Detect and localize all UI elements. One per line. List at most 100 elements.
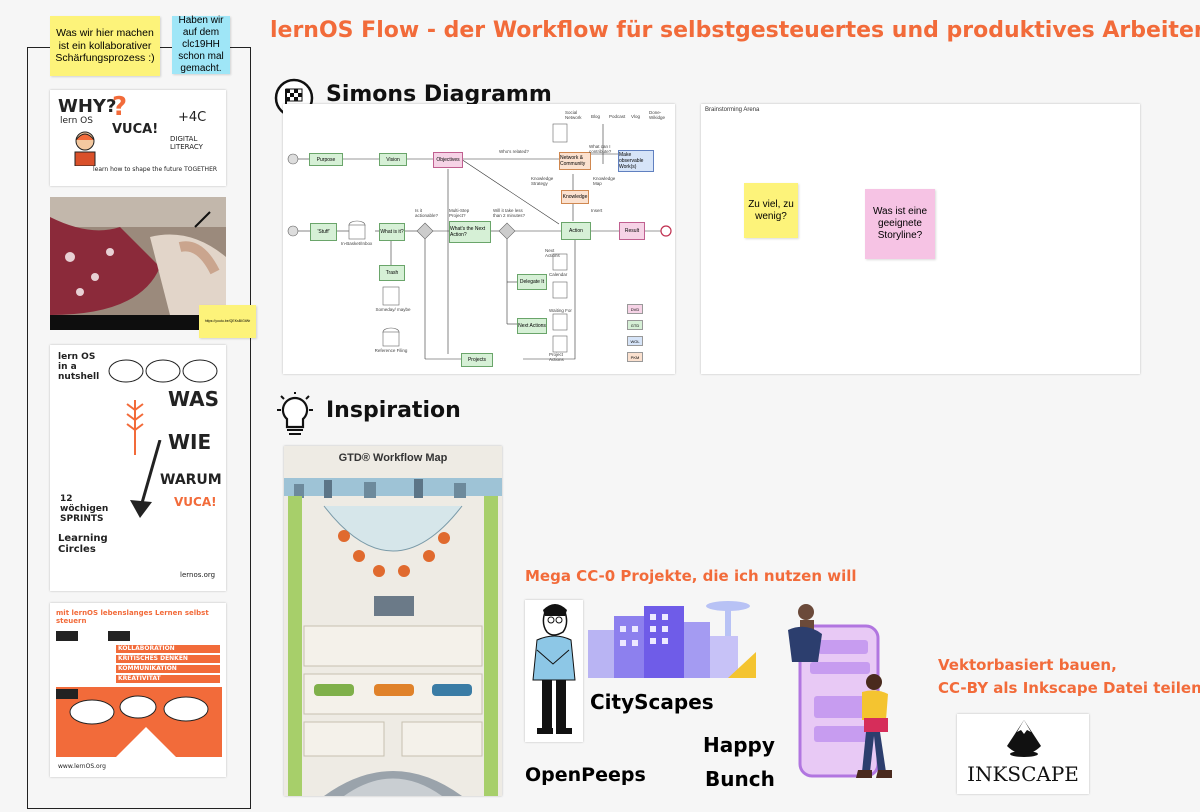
mega-cc0-heading: Mega CC-0 Projekte, die ich nutzen will — [525, 567, 857, 585]
diagram-label-social: Social Network — [565, 110, 582, 120]
diagram-box-next-action: What's the Next Action? — [449, 221, 491, 243]
diagram-label-reference: Reference Filing — [374, 348, 408, 353]
page-title: lernOS Flow - der Workflow für selbstges… — [270, 18, 1200, 43]
vektor-heading-1: Vektorbasiert bauen, — [938, 656, 1117, 674]
diagram-label-contribute: What can I contribute? — [589, 144, 612, 154]
person-icon — [70, 130, 100, 170]
diagram-box-trash: Trash — [379, 265, 405, 281]
diagram-label-next-actions: Next Actions — [545, 248, 560, 258]
diagram-label-vlog: Vlog — [631, 114, 641, 119]
diagram-box-projects: Projects — [461, 353, 493, 367]
diagram-label-done: Done-Wikidge — [649, 110, 666, 120]
orange-kritisch: KRITISCHES DENKEN — [118, 655, 188, 662]
why-learn-together: learn how to shape the future TOGETHER — [92, 166, 218, 173]
openpeeps-person — [532, 604, 576, 734]
diagram-label-inbox: In-Basket/Inbox — [341, 241, 373, 246]
section-title-simons: Simons Diagramm — [326, 82, 552, 107]
legend-pkm: PKM — [627, 352, 643, 362]
wheat-doodle — [110, 395, 160, 459]
orange-kollaboration: KOLLABORATION — [118, 645, 175, 652]
simons-diagram[interactable]: Purpose Vision Objectives Network & Comm… — [283, 104, 675, 374]
diagram-label-knowledge-map: Knowledge Map — [593, 176, 616, 186]
sticky-note-link[interactable]: https://youtu.be/QEKsBIGtWr — [199, 305, 256, 338]
gtd-map-graphic — [284, 478, 502, 796]
cityscapes-illustration[interactable] — [588, 596, 756, 678]
happybunch-illustration[interactable] — [770, 600, 910, 796]
diagram-label-actionable: Is it actionable? — [415, 208, 439, 218]
orange-kreativitaet: KREATIVITÄT — [118, 675, 161, 682]
poster-wie: WIE — [168, 430, 212, 454]
legend-gtd: GTD — [627, 320, 643, 330]
diagram-box-stuff: 'Stuff' — [310, 223, 337, 241]
why-digital-literacy: DIGITAL LITERACY — [170, 135, 203, 151]
diagram-connectors — [287, 123, 672, 360]
lernos-nutshell-poster[interactable]: lern OS in a nutshell WAS WIE WARUM VUCA… — [50, 345, 226, 591]
why-vuca: VUCA! — [112, 122, 159, 137]
diagram-label-two-minutes: Will it take less than 2 minutes? — [493, 208, 526, 218]
diagram-box-action: Action — [561, 222, 591, 240]
orange-poster-blocks — [56, 627, 222, 761]
diagram-label-blog: Blog — [591, 114, 601, 119]
poster-url: lernos.org — [180, 571, 216, 579]
why-4c: +4C — [178, 110, 207, 125]
poster-was: WAS — [168, 387, 220, 411]
orange-url: www.lernOS.org — [58, 763, 106, 770]
openpeeps-label: OpenPeeps — [525, 764, 646, 786]
diagram-box-delegate: Delegate It — [517, 274, 547, 290]
diagram-label-knowledge-strategy: Knowledge Strategy — [531, 176, 554, 186]
gtd-workflow-map[interactable]: GTD® Workflow Map — [284, 446, 502, 796]
why-title: WHY? — [58, 96, 117, 117]
inkscape-label: INKSCAPE — [967, 762, 1079, 786]
diagram-box-knowledge: Knowledge — [561, 190, 589, 204]
city-skyline — [588, 596, 756, 678]
poster-lernos: lern OS in a nutshell — [58, 352, 100, 382]
sticky-note-storyline[interactable]: Was ist eine geeignete Storyline? — [865, 189, 935, 259]
why-sub: lern OS — [60, 116, 93, 126]
sticky-note-kollaborativ[interactable]: Was wir hier machen ist ein kollaborativ… — [50, 16, 160, 76]
diagram-label-calendar: Calendar — [549, 272, 568, 277]
phone-characters — [788, 604, 892, 778]
happy-label: Happy — [703, 733, 775, 757]
legend-dvd: DVD — [627, 304, 643, 314]
inkscape-logo-icon — [1003, 718, 1045, 762]
diagram-label-podcast: Podcast — [609, 114, 626, 119]
poster-vuca: VUCA! — [174, 495, 217, 509]
brainstorming-title: Brainstorming Arena — [705, 107, 760, 113]
diagram-box-objectives: Objectives — [433, 152, 463, 168]
poster-learning-circles: Learning Circles — [58, 533, 108, 555]
cityscapes-label: CityScapes — [590, 690, 714, 714]
poster-sprints: 12 wöchigen SPRINTS — [60, 494, 109, 524]
diagram-box-result: Result — [619, 222, 645, 240]
section-title-inspiration: Inspiration — [326, 398, 461, 423]
why-lernos-sketch[interactable]: WHY? lern OS ? VUCA! +4C DIGITAL LITERAC… — [50, 90, 226, 186]
speech-bubbles — [108, 357, 220, 391]
diagram-label-insert: Insert — [591, 208, 603, 213]
bunch-label: Bunch — [705, 767, 775, 791]
lernos-orange-poster[interactable]: mit lernOS lebenslanges Lernen selbst st… — [50, 603, 226, 777]
video-thumbnail[interactable] — [50, 197, 226, 330]
gtd-title: GTD® Workflow Map — [338, 452, 448, 464]
diagram-box-network: Network & Community — [559, 152, 591, 170]
vektor-heading-2: CC-BY als Inkscape Datei teilen — [938, 679, 1200, 697]
inkscape-logo-card[interactable]: INKSCAPE — [957, 714, 1089, 794]
diagram-box-vision: Vision — [379, 153, 407, 166]
sticky-note-zu-viel[interactable]: Zu viel, zu wenig? — [744, 183, 798, 238]
poster-warum: WARUM — [160, 472, 222, 488]
diagram-box-what-is-it: What is it? — [379, 223, 405, 241]
diagram-label-related: Who's related? — [499, 149, 529, 154]
sticky-note-clc19hh[interactable]: Haben wir auf dem clc19HH schon mal gema… — [172, 15, 230, 74]
openpeeps-illustration[interactable] — [525, 600, 583, 742]
diagram-label-waiting: Waiting For — [549, 308, 572, 313]
diagram-label-someday: Someday/ maybe — [375, 307, 411, 312]
orange-kommunikation: KOMMUNIKATION — [118, 665, 177, 672]
diagram-box-observable: Make observable Work(s) — [618, 150, 654, 172]
legend-wol: WOL — [627, 336, 643, 346]
diagram-label-multistep: Multi-Step Project? — [449, 208, 470, 218]
diagram-label-project-actions: Project Actions — [549, 352, 564, 362]
diagram-box-purpose: Purpose — [309, 153, 343, 166]
diagram-box-calendar-block: Next Actions — [517, 318, 547, 334]
lightbulb-icon — [275, 392, 315, 442]
orange-poster-title: mit lernOS lebenslanges Lernen selbst st… — [56, 609, 209, 625]
question-mark-icon: ? — [112, 92, 128, 122]
arrow-doodle — [130, 439, 170, 524]
